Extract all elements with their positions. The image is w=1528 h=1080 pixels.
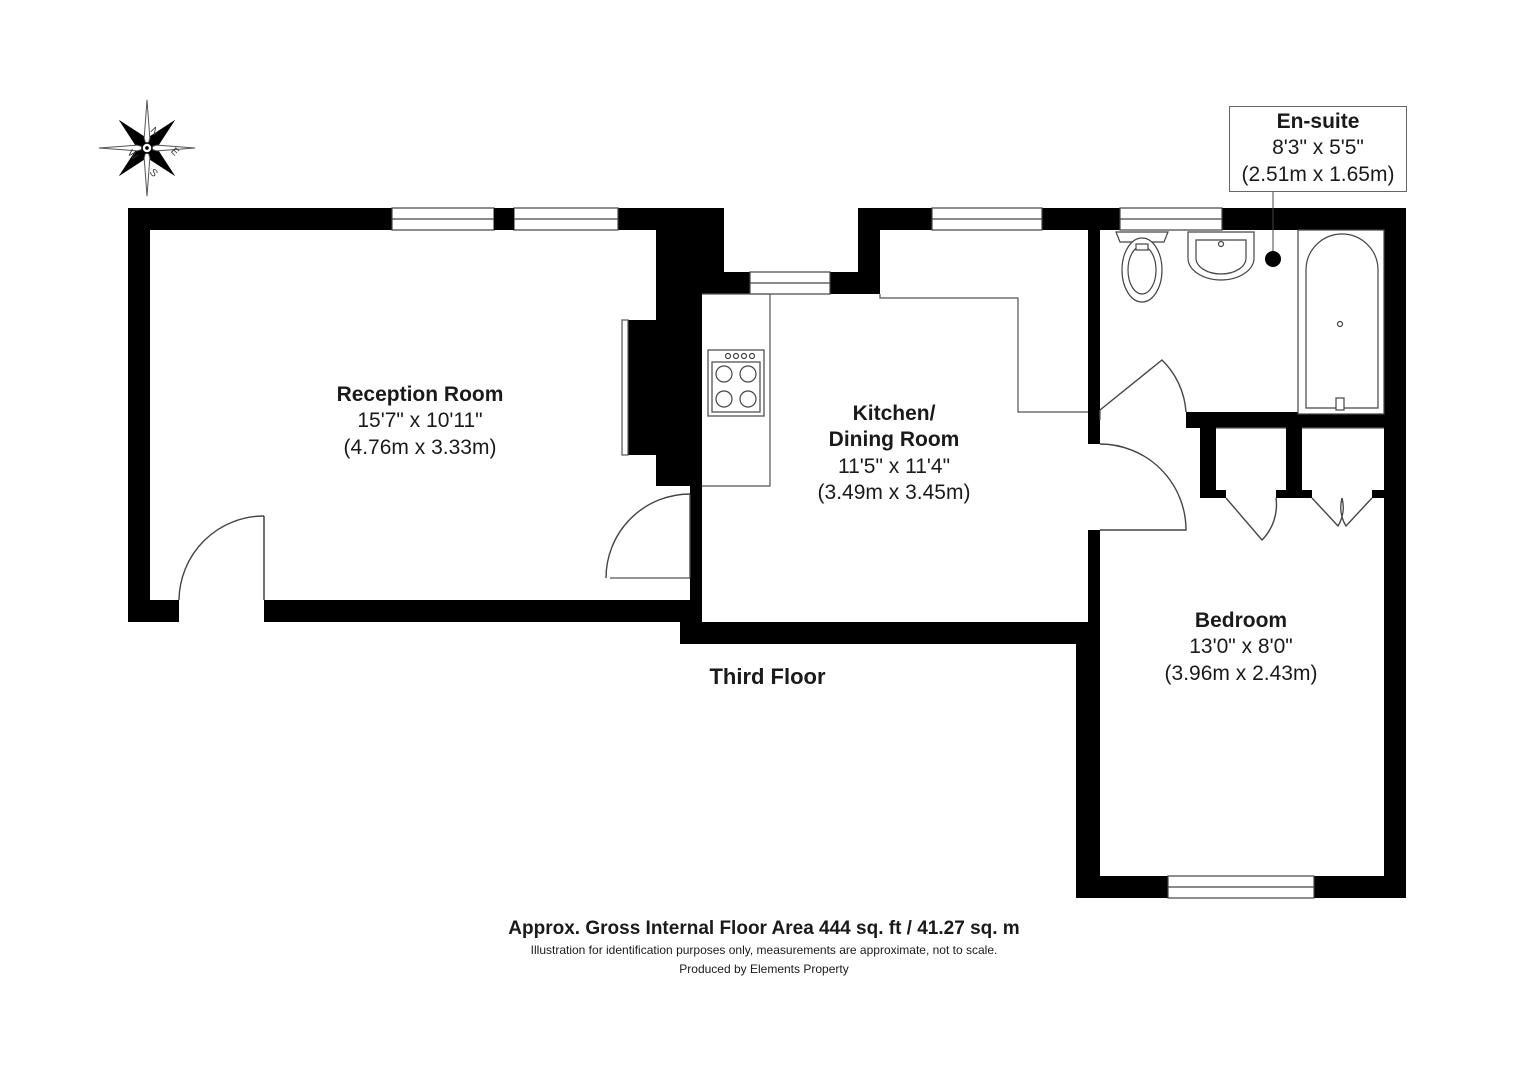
room-dimensions-imperial: 15'7" x 10'11" <box>357 409 483 433</box>
kitchen-divider <box>879 294 1088 413</box>
floor-label: Third Floor <box>709 664 826 689</box>
wardrobe-stub-2 <box>1276 490 1312 498</box>
footer: Approx. Gross Internal Floor Area 444 sq… <box>0 918 1528 976</box>
walls <box>128 208 1406 898</box>
kitchen-counter <box>702 293 771 487</box>
room-dimensions-imperial: 11'5" x 11'4" <box>837 454 951 478</box>
wall-ensuite-top <box>1222 208 1406 230</box>
wall-ensuite-bottom <box>1186 412 1406 428</box>
wardrobe-divider-2 <box>1286 428 1302 498</box>
pier-reception <box>494 208 514 230</box>
fireplace-hearth <box>621 319 629 456</box>
wall-right <box>1384 208 1406 898</box>
wall-kitchen-bottom-left <box>680 600 702 644</box>
windows <box>391 207 1315 899</box>
label-reception-room: Reception Room 15'7" x 10'11" (4.76m x 3… <box>290 382 550 461</box>
label-kitchen-dining-room: Kitchen/ Dining Room 11'5" x 11'4" (3.49… <box>784 401 1004 506</box>
door-wardrobe-1 <box>1225 497 1278 542</box>
wall-reception-bottom-left <box>128 600 179 622</box>
compass-icon: N E S W <box>98 99 196 197</box>
wall-central-upper <box>1088 230 1100 412</box>
wall-central-lower <box>1088 530 1100 644</box>
room-name: En-suite <box>1276 110 1360 133</box>
wall-reception-left <box>128 208 150 622</box>
wall-bedroom-bottom-left <box>1076 876 1168 898</box>
door-kitchen <box>605 493 691 579</box>
room-dimensions-imperial: 8'3" x 5'5" <box>1272 136 1364 160</box>
wardrobe-stub-3 <box>1372 490 1384 498</box>
label-bedroom: Bedroom 13'0" x 8'0" (3.96m x 2.43m) <box>1131 608 1351 687</box>
wall-reception-bottom <box>264 600 690 622</box>
wall-bedroom-bottom-right <box>1314 876 1406 898</box>
door-wardrobe-2a <box>1311 497 1344 528</box>
room-name: Bedroom <box>1194 609 1288 632</box>
wall-kitchen-top-right2 <box>1042 208 1120 230</box>
hob-icon <box>707 349 765 417</box>
room-dimensions-imperial: 13'0" x 8'0" <box>1189 635 1293 659</box>
room-name-line2: Dining Room <box>828 428 960 452</box>
wall-bedroom-left <box>1076 622 1100 898</box>
wall-kitchen-top-right <box>858 208 932 230</box>
wall-kitchen-top-left <box>702 272 750 294</box>
wardrobe-divider-1 <box>1200 428 1216 498</box>
doors <box>178 359 1373 601</box>
wardrobe-stub-1 <box>1200 490 1226 498</box>
room-name: Reception Room <box>336 383 504 406</box>
chimney-breast <box>628 230 724 600</box>
room-dimensions-metric: (3.49m x 3.45m) <box>817 480 971 504</box>
door-bedroom <box>1099 443 1187 531</box>
wall-central-mid <box>1088 412 1100 444</box>
door-wardrobe-2b <box>1340 497 1373 528</box>
disclaimer: Illustration for identification purposes… <box>530 943 998 957</box>
label-en-suite: En-suite 8'3" x 5'5" (2.51m x 1.65m) <box>1229 106 1407 192</box>
toilet-icon <box>1115 231 1169 303</box>
soil-stack-icon <box>1265 251 1281 267</box>
door-reception-entrance <box>178 515 265 601</box>
wall-kitchen-bottom <box>680 622 1100 644</box>
floor-area: Approx. Gross Internal Floor Area 444 sq… <box>508 918 1020 939</box>
room-name-line1: Kitchen/ <box>852 402 936 425</box>
room-dimensions-metric: (3.96m x 2.43m) <box>1164 661 1318 685</box>
basin-icon <box>1187 231 1255 281</box>
bath-icon <box>1297 229 1385 415</box>
room-dimensions-metric: (2.51m x 1.65m) <box>1241 162 1395 186</box>
room-dimensions-metric: (4.76m x 3.33m) <box>343 435 497 459</box>
door-ensuite <box>1099 359 1187 413</box>
produced-by: Produced by Elements Property <box>679 962 849 976</box>
